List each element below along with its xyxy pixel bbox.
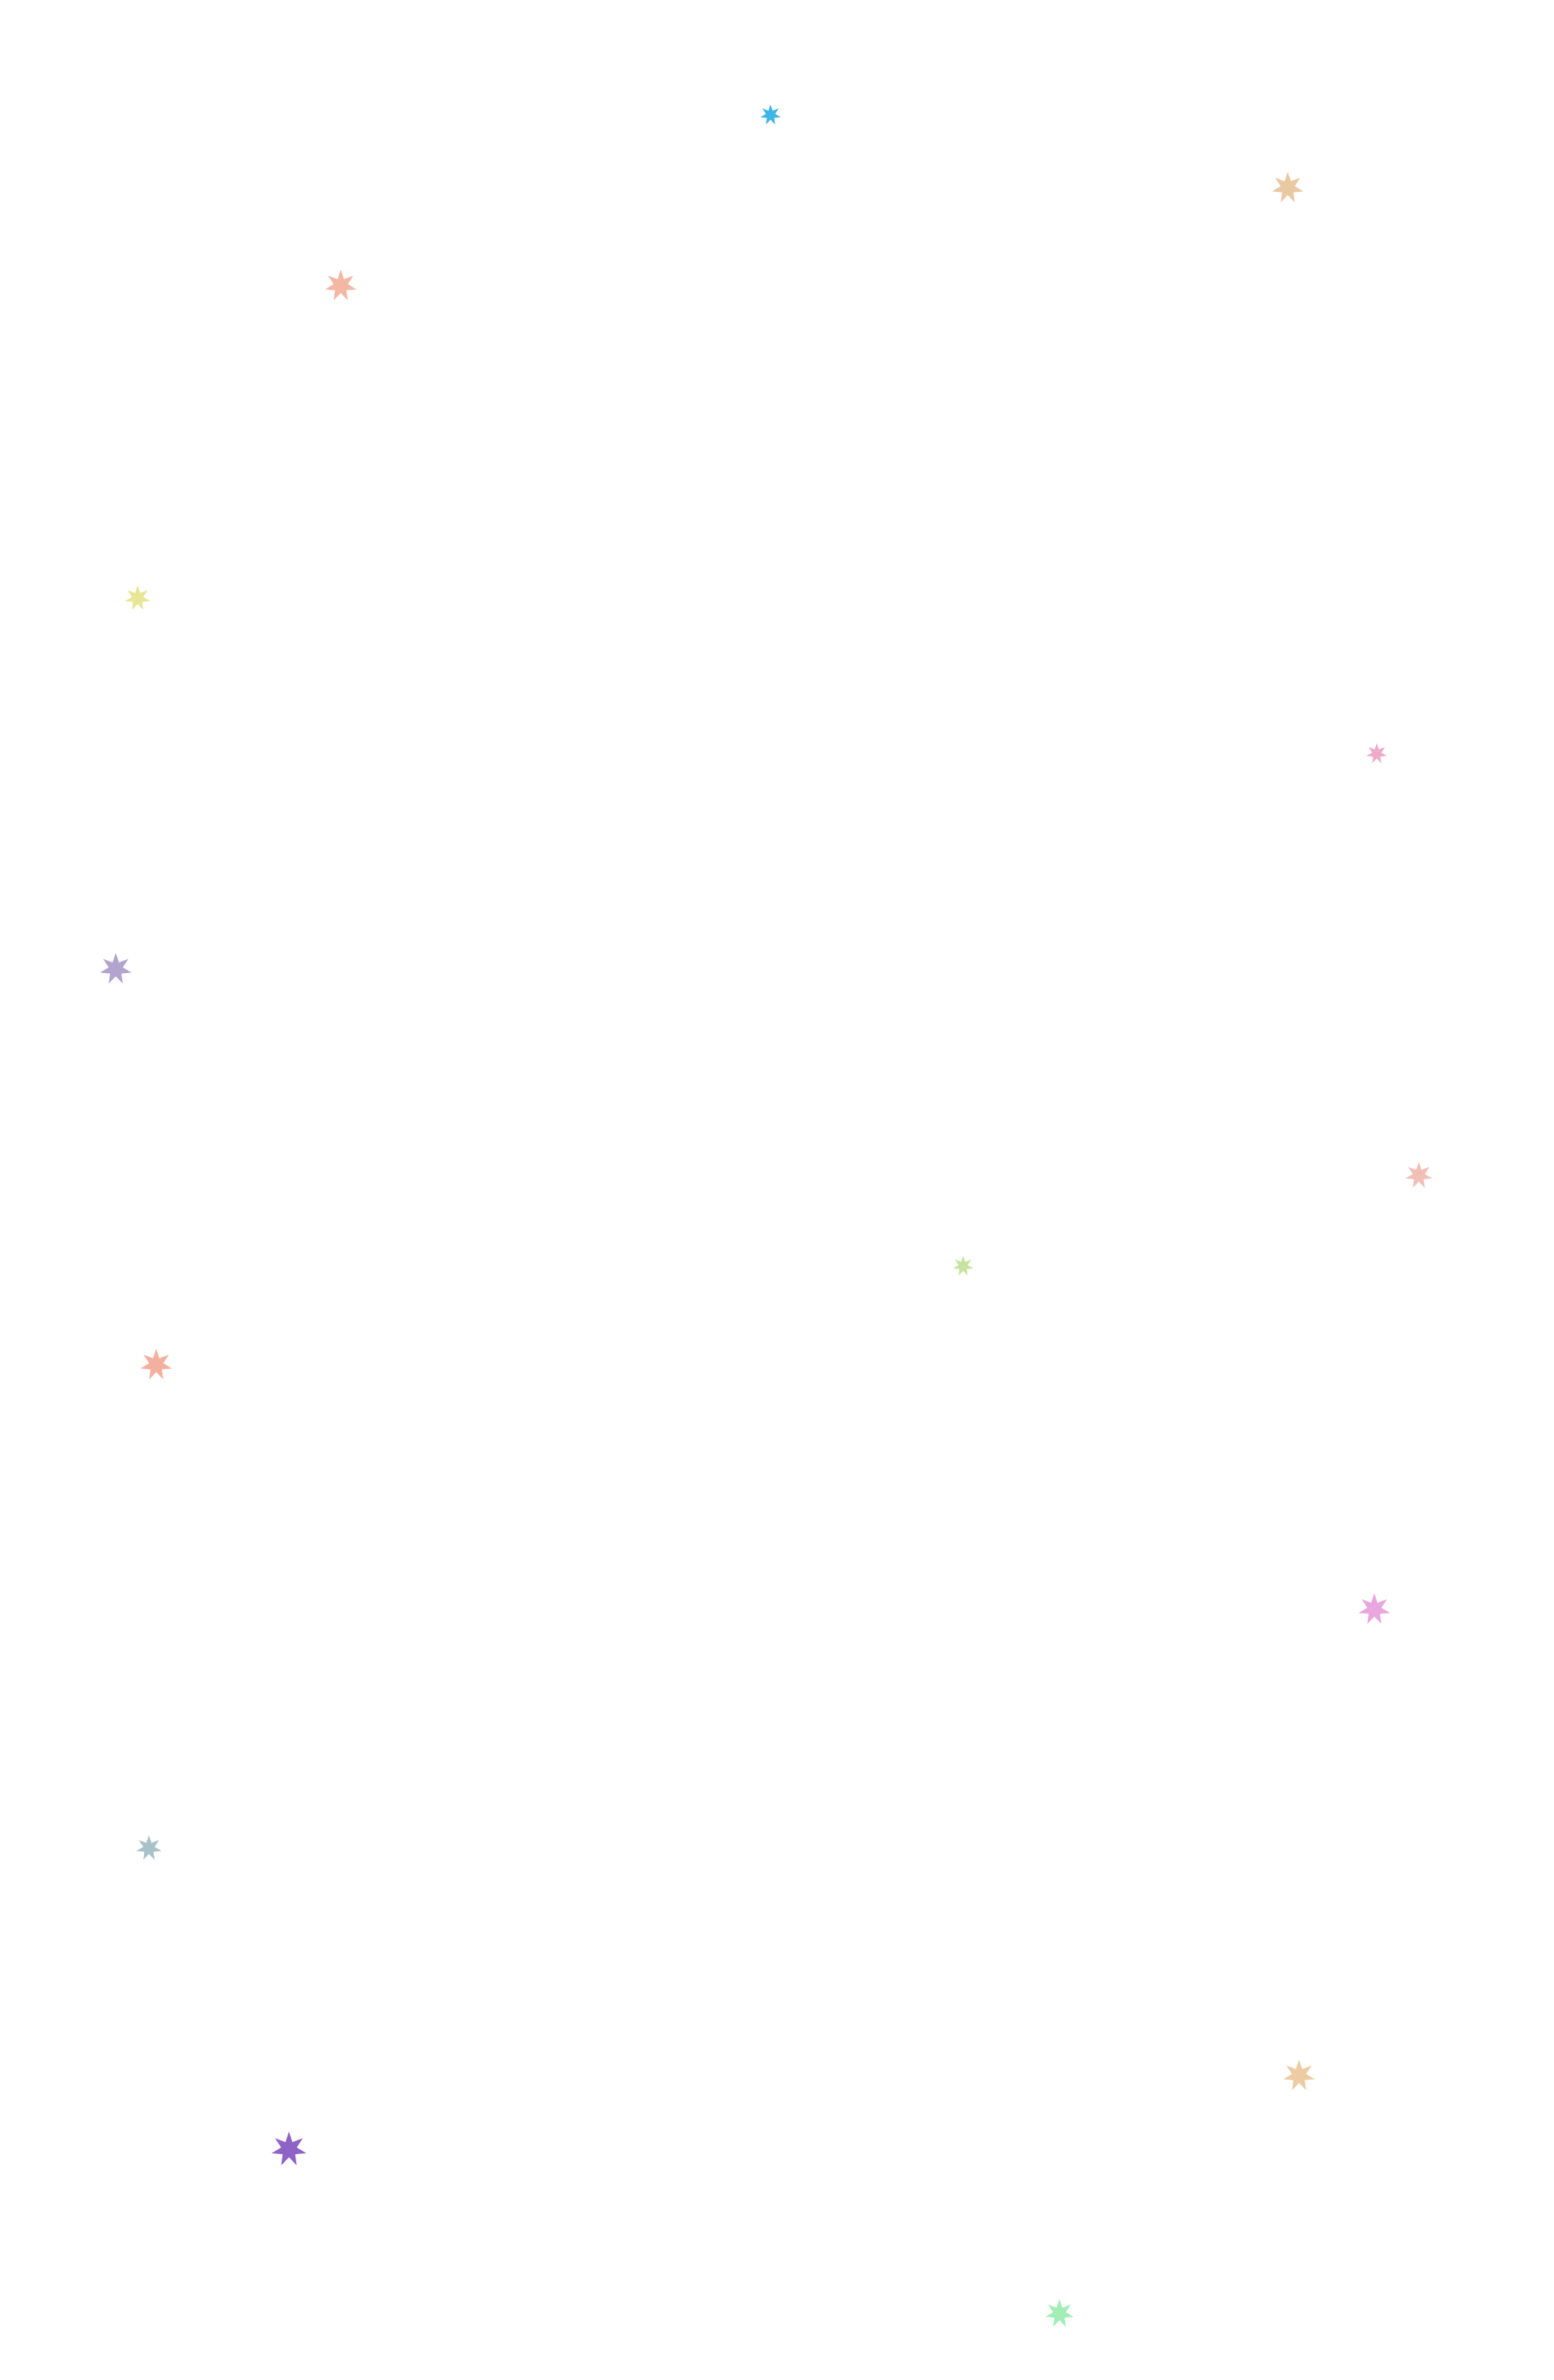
- star-icon: [325, 270, 357, 301]
- star-icon: [1405, 1162, 1433, 1188]
- star-icon: [125, 585, 151, 610]
- star-icon: [1358, 1593, 1391, 1625]
- star-icon: [271, 2131, 307, 2165]
- star-icon: [1272, 172, 1304, 203]
- star-icon: [140, 1349, 172, 1380]
- star-icon: [953, 1256, 974, 1276]
- star-icon: [1283, 2059, 1315, 2091]
- star-icon: [100, 953, 132, 984]
- star-icon: [760, 104, 781, 125]
- star-icon: [1366, 743, 1387, 763]
- star-icon: [1045, 2299, 1074, 2327]
- star-icon: [136, 1835, 162, 1860]
